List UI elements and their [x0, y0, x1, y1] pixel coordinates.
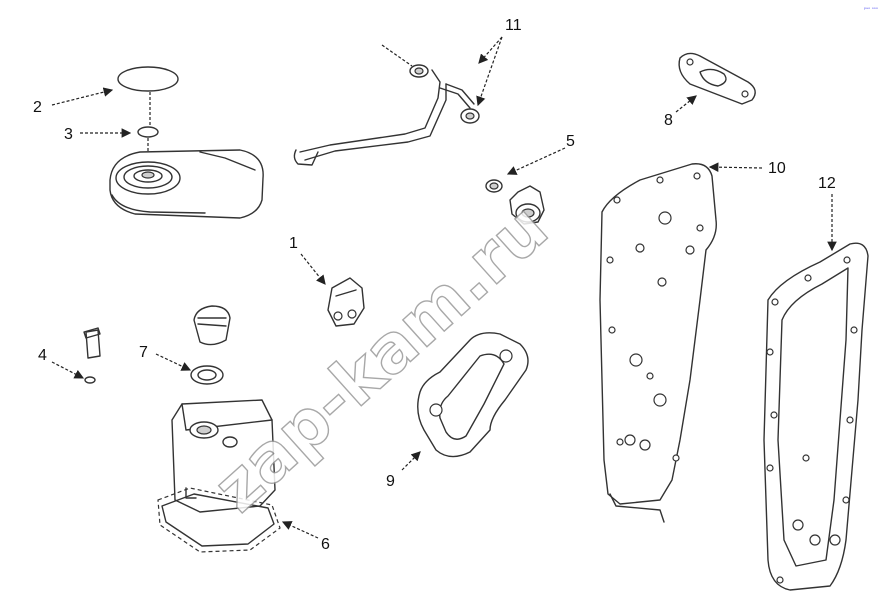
part-7-fill-cap	[190, 305, 231, 385]
part-8-gasket	[678, 52, 756, 105]
callout-3: 3	[64, 126, 73, 143]
part-1-bracket	[327, 277, 365, 327]
part-9-gasket	[417, 332, 529, 458]
part-11-oil-line	[293, 44, 480, 166]
callout-2: 2	[33, 99, 42, 116]
callout-10: 10	[768, 160, 786, 177]
callout-5: 5	[566, 133, 575, 150]
part-4-bolt	[83, 327, 101, 384]
part-10-cooler-cover-plate	[599, 163, 717, 523]
callout-8: 8	[664, 112, 673, 129]
corner-mark: ᵖᵘᵒ ᵒᵒᵒ	[864, 7, 878, 13]
part-2-seal-ring	[117, 66, 179, 125]
callout-7: 7	[139, 344, 148, 361]
leader-lines	[51, 36, 837, 539]
part-6-oil-cooler-housing	[157, 399, 281, 553]
filter-head-cover	[109, 149, 264, 219]
callout-11: 11	[505, 17, 522, 34]
callout-12: 12	[818, 175, 836, 192]
callout-9: 9	[386, 473, 395, 490]
callout-1: 1	[289, 235, 298, 252]
part-5-plug	[485, 179, 545, 225]
callout-4: 4	[38, 347, 47, 364]
callout-6: 6	[321, 536, 330, 553]
part-12-cooler-gasket	[763, 242, 869, 591]
